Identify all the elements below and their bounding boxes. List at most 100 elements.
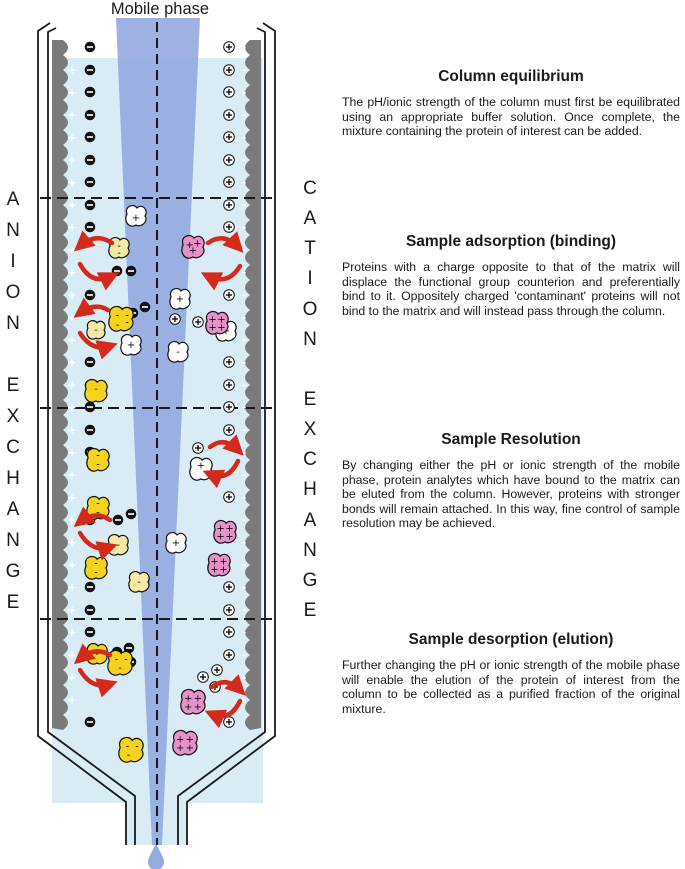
particles-layer: +-+-+-+-+-+-+-+-+-+-+-+-+-+-+-+-+-+-+-+-… (67, 41, 247, 763)
exchange-arrow-icon (73, 643, 113, 665)
anion-exchange-letter: O (5, 282, 21, 303)
negative-charge-icon (139, 301, 151, 313)
exchange-arrow-icon (202, 458, 241, 489)
protein-charge-sign: - (117, 248, 121, 259)
matrix-minus-sign: - (242, 356, 247, 369)
protein-charge-sign: + (225, 531, 233, 542)
protein-charge-sign: + (217, 322, 225, 333)
matrix-right (245, 40, 261, 730)
positive-charge-icon (169, 313, 181, 325)
exchange-arrow-icon (204, 698, 243, 729)
protein-blob-icon: --- (118, 736, 144, 763)
positive-ion-sign (228, 112, 230, 118)
exchange-arrow-icon (73, 297, 111, 318)
exchange-arrow-icon (205, 231, 244, 253)
protein-blob-icon: +++ (181, 234, 205, 259)
protein-body (167, 340, 189, 363)
negative-ion-sign (128, 270, 134, 272)
protein-charge-sign: + (176, 743, 184, 754)
negative-charge-icon (125, 265, 137, 277)
matrix-plus-sign: + (67, 334, 76, 347)
positive-ion-sign (228, 224, 230, 230)
negative-charge-icon (84, 626, 96, 638)
protein-charge-sign: + (217, 315, 225, 326)
exchange-arrow-icon (207, 434, 244, 456)
protein-charge-sign: - (126, 741, 130, 752)
protein-blob-icon: + (169, 287, 191, 310)
positive-charge-icon (223, 401, 235, 413)
positive-charge-icon (211, 664, 223, 676)
anion-exchange-letter: I (10, 251, 16, 272)
matrix-minus-sign: - (242, 176, 247, 189)
protein-charge-sign: + (186, 743, 194, 754)
matrix-minus-sign: - (242, 289, 247, 302)
protein-blob-icon: -- (84, 555, 108, 580)
positive-charge-icon (197, 671, 209, 683)
matrix-plus-sign: + (67, 671, 76, 684)
protein-charge-sign: - (137, 577, 141, 588)
negative-ion-sign (128, 513, 134, 515)
matrix-minus-sign: - (242, 41, 247, 54)
anion-exchange-letter: A (6, 499, 20, 520)
protein-charge-sign: + (184, 693, 192, 704)
negative-charge-icon (84, 401, 96, 413)
matrix-minus-sign: - (242, 334, 247, 347)
positive-charge-icon (223, 131, 235, 143)
negative-ion-sign (87, 631, 93, 633)
protein-charge-sign: + (194, 693, 202, 704)
protein-blob-icon: - (167, 340, 189, 363)
protein-charge-sign: - (127, 750, 131, 761)
matrix-minus-sign: - (242, 221, 247, 234)
matrix-plus-sign: + (67, 244, 76, 257)
cation-exchange-letter: I (307, 268, 313, 290)
positive-ion-sign (228, 202, 230, 208)
protein-charge-sign: - (94, 325, 98, 336)
protein-blob-icon: - (84, 378, 108, 403)
protein-body (128, 570, 150, 593)
matrix-plus-sign: + (67, 401, 76, 414)
negative-charge-icon (84, 86, 96, 98)
positive-ion-sign (228, 584, 230, 590)
negative-charge-icon (84, 199, 96, 211)
cation-exchange-letter: E (303, 600, 317, 621)
anion-exchange-letter: G (5, 561, 21, 582)
negative-ion-sign (87, 91, 93, 93)
anion-exchange-letter: E (6, 375, 20, 396)
exchange-arrow-icon (77, 261, 120, 291)
exchange-arrow-icon (77, 667, 118, 698)
negative-charge-icon (84, 109, 96, 121)
positive-charge-icon (223, 289, 235, 301)
column-wall-right-inner (177, 27, 266, 845)
protein-charge-sign: + (225, 524, 233, 535)
negative-ion-sign (87, 226, 93, 228)
protein-charge-sign: - (96, 451, 100, 462)
positive-ion-sign (197, 319, 199, 325)
matrix-minus-sign: - (242, 131, 247, 144)
positive-charge-icon (223, 176, 235, 188)
protein-charge-sign: + (219, 564, 227, 575)
section-title: Column equilibrium (438, 68, 584, 85)
protein-blob-icon: + (189, 456, 213, 481)
matrix-plus-sign: + (67, 86, 76, 99)
column-wall-right (186, 22, 276, 845)
protein-blob-icon: + (125, 204, 147, 227)
protein-charge-sign: - (125, 310, 129, 321)
section-column-equilibrium: Column equilibrium The pH/ionic strength… (342, 67, 680, 139)
positive-ion-sign (228, 359, 230, 365)
negative-charge-icon (84, 131, 96, 143)
protein-blob-icon: - (128, 570, 150, 593)
protein-charge-sign: - (116, 540, 120, 551)
matrix-minus-sign: - (242, 446, 247, 459)
protein-blob-icon: ---- (108, 305, 134, 332)
section-title: Sample Resolution (441, 431, 581, 448)
matrix-plus-sign: + (67, 581, 76, 594)
positive-charge-icon (223, 86, 235, 98)
negative-charge-icon (84, 356, 96, 368)
matrix-plus-sign: + (67, 649, 76, 662)
exchange-arrow-icon (209, 674, 246, 696)
protein-charge-sign: + (184, 702, 192, 713)
positive-charge-icon (192, 316, 204, 328)
protein-charge-sign: + (216, 524, 224, 535)
cation-exchange-letter: G (302, 569, 318, 591)
positive-charge-icon (223, 716, 235, 728)
